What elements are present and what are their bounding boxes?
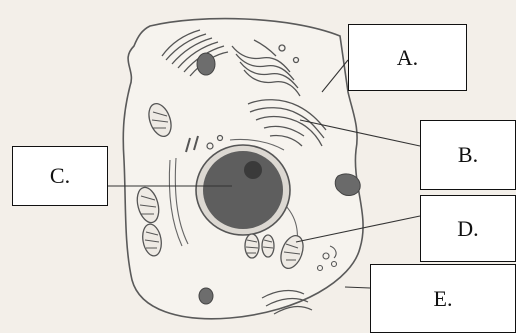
lysosome-top <box>197 53 215 75</box>
label-d-text: D. <box>457 216 478 242</box>
label-box-b: B. <box>420 120 516 190</box>
label-c-text: C. <box>50 163 70 189</box>
nucleolus <box>244 161 262 179</box>
label-box-c: C. <box>12 146 108 206</box>
label-a-text: A. <box>397 45 418 71</box>
lysosome-bottom <box>199 288 213 304</box>
label-b-text: B. <box>458 142 478 168</box>
leader-line-e <box>345 287 370 288</box>
label-e-text: E. <box>434 286 453 312</box>
label-box-a: A. <box>348 24 467 91</box>
label-box-e: E. <box>370 264 516 333</box>
nucleus <box>203 151 283 229</box>
label-box-d: D. <box>420 195 516 262</box>
